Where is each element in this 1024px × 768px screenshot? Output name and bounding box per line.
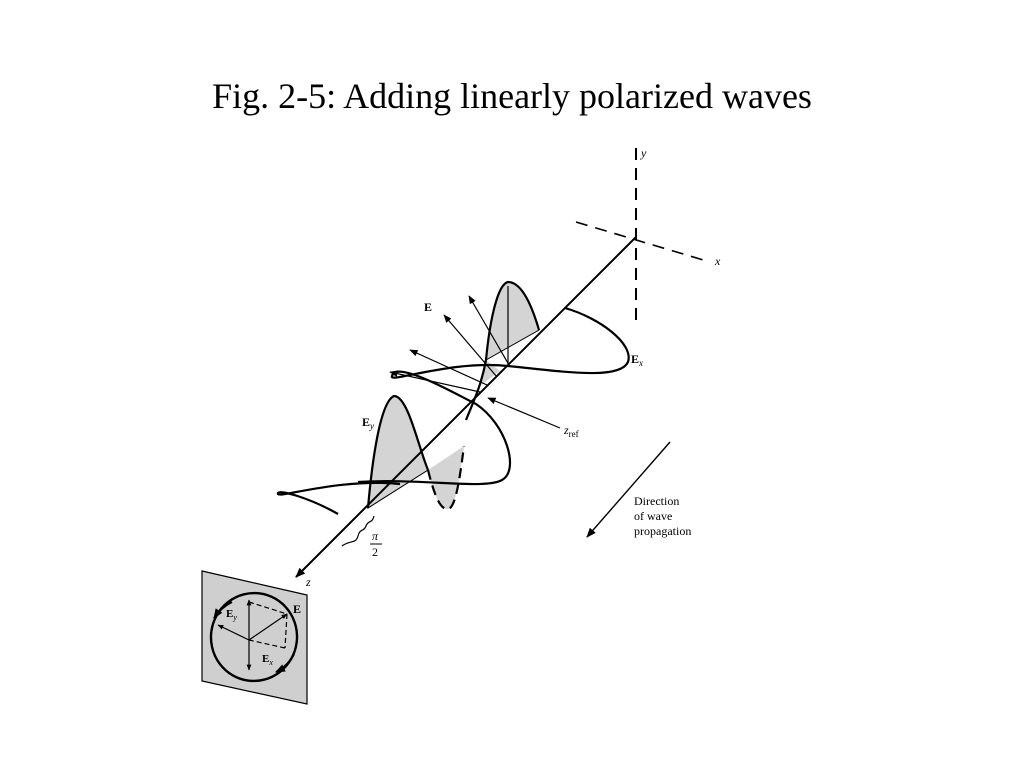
ey-wave-lower — [366, 394, 430, 509]
ey-wave-upper — [484, 280, 541, 361]
polarization-ellipse — [209, 591, 299, 683]
e-vector-3 — [409, 349, 488, 386]
ey-wave-dashed — [426, 445, 466, 511]
e-vector-1 — [468, 295, 510, 366]
direction-indicator: Direction of wave propagation — [586, 441, 691, 538]
propagation-axis — [295, 236, 637, 578]
phase-numerator: π — [372, 529, 379, 543]
coordinate-axes: y x — [575, 146, 721, 322]
phase-denominator: 2 — [372, 545, 378, 559]
direction-text-line3: propagation — [634, 524, 691, 538]
z-ref-pointer — [487, 397, 561, 429]
direction-text-line1: Direction — [634, 494, 679, 508]
rotation-arrow-top — [213, 601, 233, 619]
ex-wave-far — [507, 306, 630, 375]
inset-e-label: E — [293, 602, 301, 616]
e-vector-2 — [443, 314, 498, 378]
ex-wave — [276, 306, 630, 515]
rotation-arrow-bottom — [275, 653, 295, 673]
ex-wave-near — [276, 481, 401, 515]
x-axis-label: x — [714, 254, 721, 268]
ey-lobe-dashed-fill — [428, 446, 464, 510]
z-ref-label: zref — [563, 423, 579, 439]
y-axis-label: y — [640, 146, 647, 160]
inset-ex-label: Ex — [262, 653, 273, 667]
direction-arrow — [586, 441, 671, 538]
e-vector-label: E — [424, 300, 432, 314]
ey-label: Ey — [362, 415, 374, 431]
inset-dashed-top — [248, 601, 288, 615]
ey-wave — [366, 280, 541, 511]
z-axis-label: z — [305, 575, 311, 589]
inset-e-vector — [248, 613, 288, 641]
inset-dashed-bottom — [248, 639, 286, 649]
resultant-e-vectors — [389, 295, 561, 429]
x-axis-line — [575, 221, 711, 263]
inset-ey-label: Ey — [226, 608, 237, 622]
plate — [201, 570, 308, 705]
polarization-plate-inset: E Ey Ex — [201, 570, 308, 705]
ey-lobe-upper — [485, 281, 540, 361]
ey-lobe-lower — [367, 395, 429, 509]
slide-title: Fig. 2-5: Adding linearly polarized wave… — [212, 76, 812, 116]
ey-wave-shading — [367, 281, 540, 510]
brace-icon — [341, 515, 375, 547]
inset-horizontal-axis — [217, 624, 250, 641]
direction-text-line2: of wave — [634, 509, 672, 523]
inset-dashed-right — [284, 613, 288, 649]
phase-shift-brace: π 2 — [341, 515, 382, 559]
ey-wave-middle — [464, 359, 488, 421]
e-vector-4 — [389, 370, 481, 393]
ex-label: Ex — [631, 352, 643, 368]
